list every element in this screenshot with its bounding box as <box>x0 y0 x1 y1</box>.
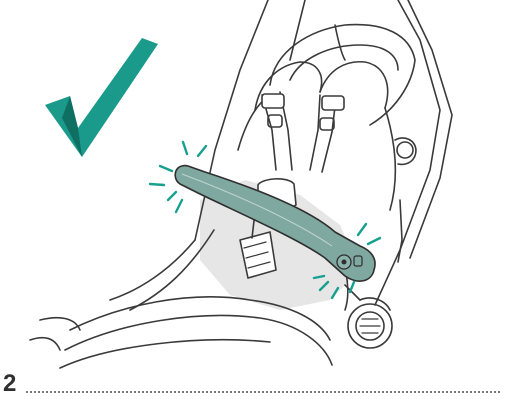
check-mark-icon <box>45 38 158 157</box>
dotted-rule <box>26 391 500 393</box>
step-number: 2 <box>3 372 16 396</box>
